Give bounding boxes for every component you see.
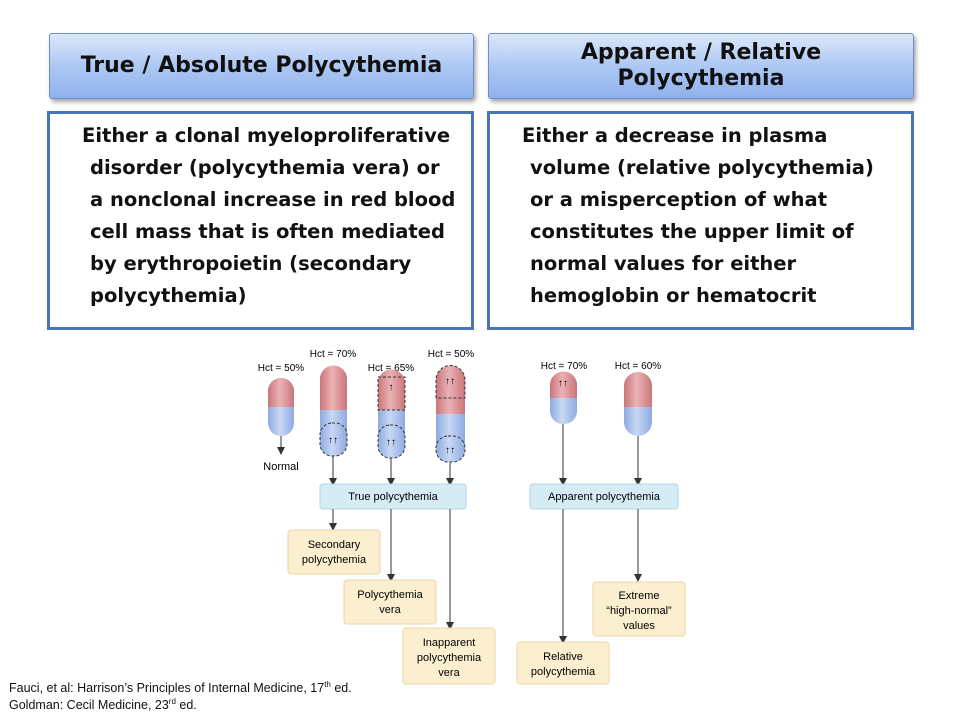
polycythemia-vera-box	[343, 579, 437, 625]
inapparent-label-1: Inapparent	[423, 637, 476, 649]
true-definition-text: Either a clonal myeloproliferative disor…	[82, 124, 456, 307]
relative-polycythemia-box	[516, 641, 610, 685]
reference-1-end: ed.	[330, 681, 352, 696]
extreme-high-normal-box	[592, 581, 686, 637]
apparent-polycythemia-definition: Either a decrease in plasma volume (rela…	[487, 111, 914, 330]
vera-label-1: Polycythemia	[357, 589, 423, 601]
reference-harrison: Fauci, et al: Harrison’s Principles of I…	[9, 680, 352, 695]
hct-label-relative: Hct = 70%	[541, 361, 588, 372]
hct-label-secondary: Hct = 65%	[368, 363, 415, 374]
header-true-polycythemia: True / Absolute Polycythemia	[49, 33, 474, 99]
header-apparent-line2: Polycythemia	[617, 66, 785, 91]
apparent-definition-text: Either a decrease in plasma volume (rela…	[522, 124, 874, 307]
header-apparent-line1: Apparent / Relative	[580, 40, 822, 65]
tube-extreme	[624, 372, 652, 436]
tube-inapparent: ↑↑ ↑↑	[435, 365, 466, 463]
true-polycythemia-box	[319, 483, 467, 510]
relative-label-2: polycythemia	[531, 666, 596, 678]
tube-secondary: ↑ ↑↑	[377, 369, 406, 459]
reference-1-sup: th	[324, 680, 331, 689]
secondary-polycythemia-box	[287, 529, 381, 575]
hct-label-vera: Hct = 70%	[310, 349, 357, 360]
tube-normal	[268, 378, 294, 436]
reference-2-end: ed.	[175, 698, 197, 713]
secondary-label-1: Secondary	[308, 539, 361, 551]
reference-2-sup: rd	[168, 697, 176, 706]
inapparent-label-3: vera	[438, 667, 460, 679]
secondary-label-2: polycythemia	[302, 554, 367, 566]
hct-label-extreme: Hct = 60%	[615, 361, 662, 372]
svg-text:↑: ↑	[389, 382, 394, 393]
extreme-label-3: values	[623, 620, 655, 632]
tube-relative: ↑↑	[550, 371, 577, 424]
apparent-polycythemia-box	[529, 483, 679, 510]
inapparent-label-2: polycythemia	[417, 652, 482, 664]
true-polycythemia-definition: Either a clonal myeloproliferative disor…	[47, 111, 474, 330]
hct-label-inapparent: Hct = 50%	[428, 349, 475, 360]
svg-text:↑↑: ↑↑	[445, 445, 455, 456]
svg-text:↑↑: ↑↑	[445, 376, 455, 387]
reference-goldman: Goldman: Cecil Medicine, 23rd ed.	[9, 697, 197, 712]
apparent-polycythemia-label: Apparent polycythemia	[548, 491, 661, 503]
svg-text:↑↑: ↑↑	[328, 435, 338, 446]
extreme-label-2: “high-normal”	[606, 605, 672, 617]
reference-2-text: Goldman: Cecil Medicine, 23	[9, 698, 169, 713]
svg-text:↑↑: ↑↑	[386, 437, 396, 448]
true-polycythemia-label: True polycythemia	[348, 491, 438, 503]
header-apparent-polycythemia: Apparent / Relative Polycythemia	[488, 33, 914, 99]
reference-1-text: Fauci, et al: Harrison’s Principles of I…	[9, 681, 325, 696]
relative-label-1: Relative	[543, 651, 583, 663]
svg-text:↑↑: ↑↑	[558, 378, 568, 389]
extreme-label-1: Extreme	[619, 590, 660, 602]
tube-vera: ↑↑	[319, 365, 348, 457]
header-true-label: True / Absolute Polycythemia	[80, 53, 443, 78]
vera-label-2: vera	[379, 604, 401, 616]
normal-label: Normal	[263, 461, 298, 473]
hct-label-normal: Hct = 50%	[258, 363, 305, 374]
inapparent-polycythemia-box	[402, 627, 496, 685]
